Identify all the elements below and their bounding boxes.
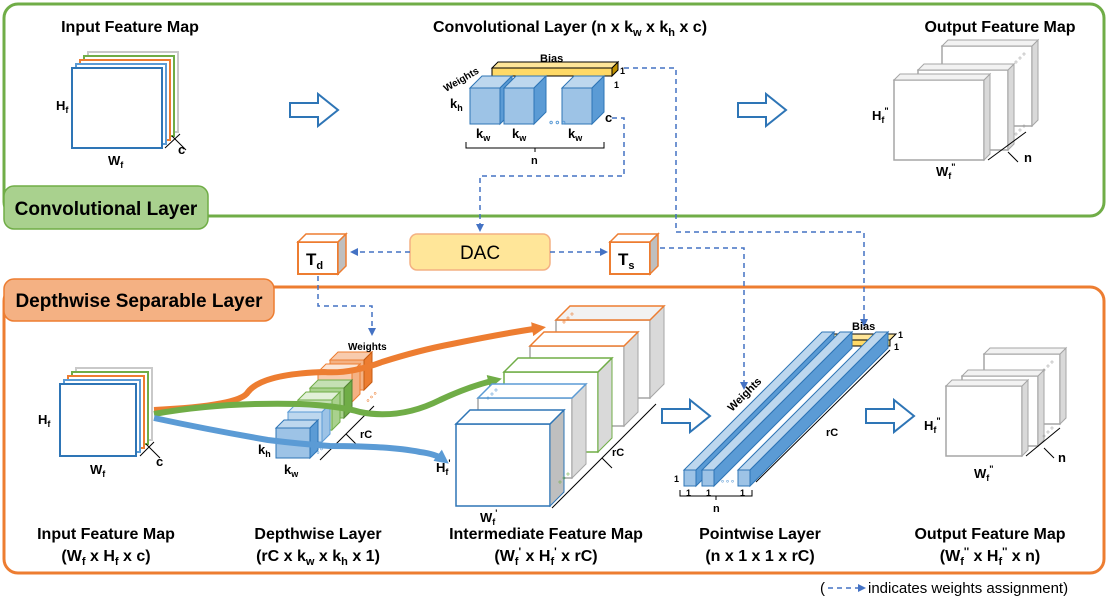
caption-output: Output Feature Map (Wf'' x Hf'' x n) (914, 526, 1065, 568)
legend: ( indicates weights assignment) (820, 580, 1068, 597)
conv-bias-one-b: 1 (614, 80, 619, 90)
conv-output-n-label: n (1024, 150, 1032, 165)
svg-text:∘∘∘: ∘∘∘ (363, 388, 380, 405)
pointwise-bias-one-b: 1 (894, 342, 899, 352)
conv-section-frame (2, 2, 1106, 218)
hollow-arrow-3 (661, 397, 712, 435)
caption-intermediate: Intermediate Feature Map (Wf' x Hf' x rC… (449, 526, 643, 568)
dw-section-tag: Depthwise Separable Layer (3, 278, 275, 322)
pointwise-kernels: ∘∘∘ (679, 330, 898, 500)
conv-n-label: n (531, 155, 538, 167)
dw-input-feature-map (59, 367, 161, 459)
caption-depthwise: Depthwise Layer (rC x kw x kh x 1) (254, 526, 381, 568)
dw-section-tag-label: Depthwise Separable Layer (15, 291, 263, 312)
conv-c-label: c (605, 110, 612, 125)
conv-section-tag: Convolutional Layer (3, 185, 209, 230)
conv-kw-label-2: kw (512, 126, 527, 143)
pointwise-bias-label: Bias (852, 321, 875, 333)
dw-input-hf-label: Hf (38, 412, 51, 429)
dw-output-n-label: n (1058, 450, 1066, 465)
hollow-arrow-2 (737, 91, 788, 129)
flow-arrow-blue (153, 415, 449, 464)
legend-text: indicates weights assignment) (868, 580, 1068, 597)
ts-cube: Ts (608, 232, 660, 276)
conv-input-wf-label: Wf (108, 153, 124, 170)
conv-input-hf-label: Hf (56, 98, 69, 115)
conv-kh-label: kh (450, 96, 463, 113)
conv-bias-one-a: 1 (620, 66, 625, 76)
caption-intermediate-line1: Intermediate Feature Map (449, 526, 643, 543)
conv-output-hf-label: Hf" (872, 106, 889, 125)
conv-output-wf-label: Wf" (936, 162, 956, 181)
conv-kernel-ellipsis: ∘∘∘ (548, 118, 567, 129)
conv-kernel-3 (560, 74, 606, 126)
dw-output-hf-label: Hf" (924, 416, 941, 435)
dac-label: DAC (460, 243, 500, 264)
td-cube: Td (296, 232, 348, 276)
dw-input-c-label: c (156, 454, 163, 469)
hollow-arrow-4 (865, 397, 916, 435)
intermediate-feature-map: ∘∘∘ ∘∘∘ ∘∘∘ (454, 304, 666, 509)
conv-output-feature-map: ∘∘∘ ∘∘∘ (892, 38, 1040, 163)
pointwise-one-2: 1 (706, 488, 711, 498)
caption-depthwise-line1: Depthwise Layer (254, 526, 381, 543)
conv-input-c-label: c (178, 142, 185, 157)
pointwise-n-label: n (713, 503, 720, 515)
dac-box: DAC (409, 233, 551, 271)
intermediate-hf-label: Hf' (436, 458, 451, 477)
depthwise-kh-label: kh (258, 442, 271, 459)
flow-arrow-green (153, 374, 502, 418)
conv-kw-label-1: kw (476, 126, 491, 143)
caption-input: Input Feature Map (Wf x Hf x c) (37, 526, 175, 568)
dw-input-wf-label: Wf (90, 462, 106, 479)
conv-n-brace (465, 142, 605, 152)
conv-output-title: Output Feature Map (924, 19, 1075, 36)
caption-pointwise-line1: Pointwise Layer (699, 526, 821, 543)
flow-arrow-orange (153, 322, 546, 413)
weight-assignment-lines (317, 67, 868, 390)
caption-depthwise-line2: (rC x kw x kh x 1) (256, 548, 380, 568)
depthwise-rc-label: rC (360, 429, 372, 441)
caption-pointwise: Pointwise Layer (n x 1 x 1 x rC) (699, 526, 821, 565)
caption-output-line2: (Wf'' x Hf'' x n) (940, 546, 1040, 568)
conv-bias-label: Bias (540, 53, 563, 65)
caption-intermediate-line2: (Wf' x Hf' x rC) (494, 546, 597, 568)
depthwise-kw-label: kw (284, 462, 299, 479)
intermediate-wf-label: Wf' (480, 508, 497, 527)
dw-output-wf-label: Wf" (974, 464, 994, 483)
svg-text:∘∘∘: ∘∘∘ (720, 477, 735, 486)
caption-input-line1: Input Feature Map (37, 526, 175, 543)
intermediate-rc-label: rC (612, 447, 624, 459)
pointwise-one-1: 1 (686, 488, 691, 498)
pointwise-one-3: 1 (740, 488, 745, 498)
caption-input-line2: (Wf x Hf x c) (61, 548, 150, 568)
depthwise-weights-label: Weights (348, 342, 387, 353)
conv-kernel-2 (502, 74, 548, 126)
hollow-arrow-1 (289, 91, 340, 129)
conv-bias-bar (490, 60, 620, 78)
conv-layer-title: Convolutional Layer (n x kw x kh x c) (433, 19, 707, 39)
dw-section-frame (2, 285, 1106, 575)
dw-output-feature-map: ∘∘∘ ∘∘∘ (944, 346, 1068, 459)
pointwise-rc-label: rC (826, 427, 838, 439)
conv-input-title: Input Feature Map (61, 19, 199, 36)
caption-output-line1: Output Feature Map (914, 526, 1065, 543)
pointwise-bias-one-a: 1 (898, 330, 903, 340)
pointwise-one-left: 1 (674, 474, 679, 484)
conv-input-feature-map (71, 51, 187, 151)
conv-kw-label-3: kw (568, 126, 583, 143)
conv-section-tag-label: Convolutional Layer (15, 199, 198, 220)
caption-pointwise-line2: (n x 1 x 1 x rC) (705, 548, 814, 565)
legend-open-paren: ( (820, 580, 825, 597)
